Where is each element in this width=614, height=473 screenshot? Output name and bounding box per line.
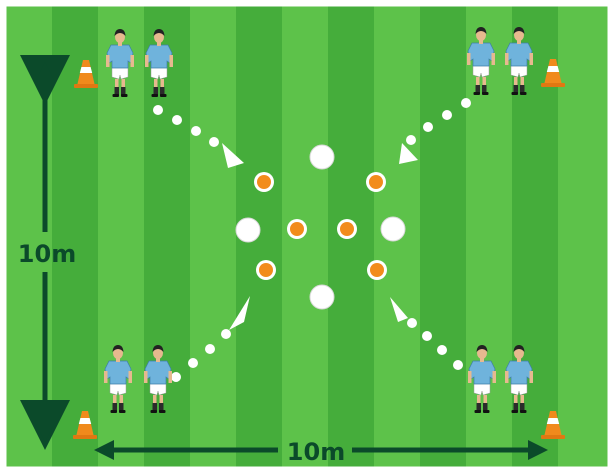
ball-icon xyxy=(310,285,334,309)
marker-disc-icon xyxy=(287,219,307,239)
marker-disc-icon xyxy=(367,260,387,280)
ball-icon xyxy=(310,145,334,169)
marker-disc-icon xyxy=(256,260,276,280)
width-label: 10m xyxy=(287,438,345,466)
height-label: 10m xyxy=(18,240,76,268)
marker-disc-icon xyxy=(366,172,386,192)
ball-icon xyxy=(236,218,260,242)
marker-disc-icon xyxy=(254,172,274,192)
ball-icon xyxy=(381,217,405,241)
marker-disc-icon xyxy=(337,219,357,239)
